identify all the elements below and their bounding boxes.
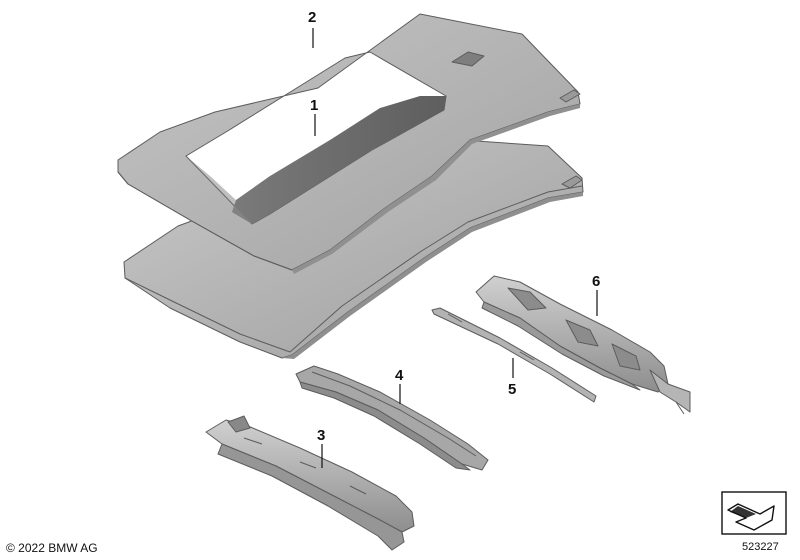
sunroof-frame-icon	[117, 13, 581, 274]
diagram-number: 523227	[742, 541, 779, 553]
roof-bow-icon	[295, 365, 489, 471]
callout-1: 1	[310, 97, 318, 114]
rear-roof-frame-icon	[475, 275, 691, 415]
callout-3: 3	[317, 427, 325, 444]
callout-4: 4	[395, 367, 404, 384]
callout-2: 2	[308, 9, 316, 26]
arrow-nav-icon[interactable]	[721, 491, 787, 535]
callout-5: 5	[508, 381, 516, 398]
leader-lines	[312, 28, 598, 468]
callout-labels: 2 1 6 4 5 3	[308, 9, 600, 444]
front-roof-bow-icon	[205, 415, 415, 551]
copyright-text: © 2022 BMW AG	[6, 541, 98, 555]
reinforcement-strip-icon	[431, 307, 597, 403]
callout-6: 6	[592, 273, 600, 290]
